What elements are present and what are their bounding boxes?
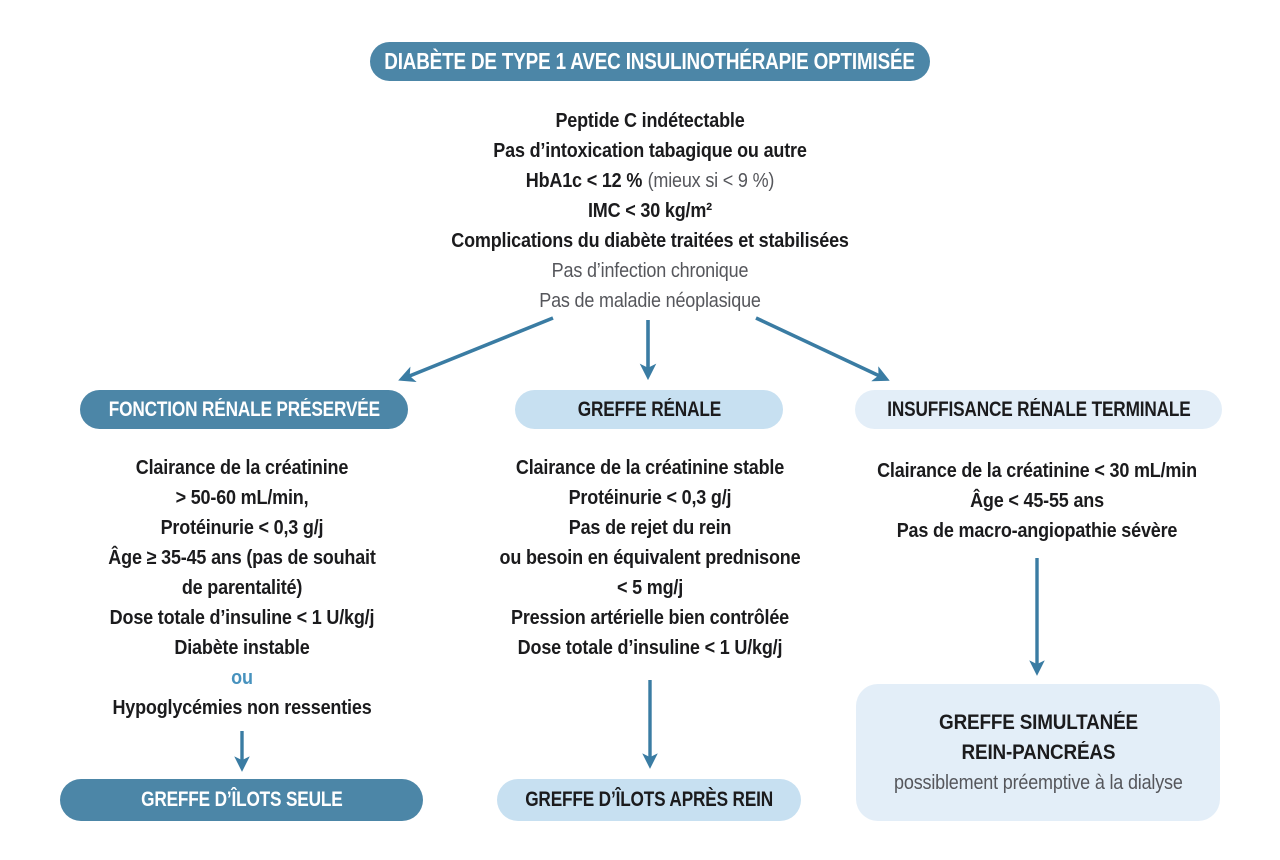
criteria-line: Pression artérielle bien contrôlée: [511, 607, 789, 629]
root-box-label: DIABÈTE DE TYPE 1 AVEC INSULINOTHÉRAPIE …: [384, 48, 916, 74]
criteria-line-hba1c: HbA1c < 12 %(mieux si < 9 %): [525, 170, 775, 192]
criteria-line: Âge ≥ 35-45 ans (pas de souhait: [108, 547, 376, 569]
criteria-line: Pas de rejet du rein: [568, 517, 732, 539]
criteria-line: IMC < 30 kg/m²: [587, 200, 713, 222]
right-branch-criteria-list: Clairance de la créatinine < 30 mL/min Â…: [871, 456, 1204, 546]
outcome-box-greffe-ilots-apres-rein: GREFFE D’ÎLOTS APRÈS REIN: [497, 779, 801, 821]
criteria-line: de parentalité): [181, 577, 303, 599]
inclusion-criteria-list: Peptide C indétectable Pas d’intoxicatio…: [326, 106, 974, 316]
branch-header-insuffisance-renale-terminale: INSUFFISANCE RÉNALE TERMINALE: [855, 390, 1222, 429]
branch-header-fonction-renale-preservee: FONCTION RÉNALE PRÉSERVÉE: [80, 390, 408, 429]
criteria-line: < 5 mg/j: [616, 577, 684, 599]
criteria-line: > 50-60 mL/min,: [175, 487, 309, 509]
criteria-line: Clairance de la créatinine stable: [515, 457, 785, 479]
criteria-line: Pas de macro-angiopathie sévère: [896, 520, 1178, 542]
criteria-line: Dose totale d’insuline < 1 U/kg/j: [517, 637, 783, 659]
outcome-box-greffe-simultanee-rein-pancreas: GREFFE SIMULTANÉE REIN-PANCRÉAS possible…: [856, 684, 1220, 821]
branch-header-label: GREFFE RÉNALE: [577, 397, 721, 421]
criteria-line: Pas d’intoxication tabagique ou autre: [493, 140, 807, 162]
criteria-line: Âge < 45-55 ans: [970, 490, 1104, 512]
branch-header-label: FONCTION RÉNALE PRÉSERVÉE: [108, 397, 380, 421]
outcome-box-greffe-ilots-seule: GREFFE D’ÎLOTS SEULE: [60, 779, 423, 821]
outcome-label: REIN-PANCRÉAS: [961, 740, 1115, 764]
criteria-line: Diabète instable: [174, 637, 310, 659]
outcome-label: GREFFE D’ÎLOTS SEULE: [140, 788, 343, 811]
criteria-line: Pas de maladie néoplasique: [539, 290, 761, 312]
criteria-line: Dose totale d’insuline < 1 U/kg/j: [109, 607, 375, 629]
middle-branch-criteria-list: Clairance de la créatinine stable Protéi…: [475, 453, 826, 663]
root-box: DIABÈTE DE TYPE 1 AVEC INSULINOTHÉRAPIE …: [370, 42, 930, 81]
criteria-line: ou besoin en équivalent prednisone: [499, 547, 801, 569]
branch-header-greffe-renale: GREFFE RÉNALE: [515, 390, 783, 429]
outcome-note: possiblement préemptive à la dialyse: [893, 771, 1183, 794]
left-branch-criteria-list: Clairance de la créatinine > 50-60 mL/mi…: [62, 453, 422, 723]
criteria-line: Protéinurie < 0,3 g/j: [568, 487, 732, 509]
criteria-line: Peptide C indétectable: [555, 110, 745, 132]
criteria-line: Complications du diabète traitées et sta…: [451, 230, 849, 252]
arrow-to-left-branch-icon: [398, 316, 554, 383]
arrow-to-right-branch-icon: [755, 316, 890, 382]
criteria-line: Protéinurie < 0,3 g/j: [160, 517, 324, 539]
criteria-line: Clairance de la créatinine: [135, 457, 349, 479]
outcome-label: GREFFE D’ÎLOTS APRÈS REIN: [525, 788, 773, 811]
criteria-line: Clairance de la créatinine < 30 mL/min: [877, 460, 1197, 482]
criteria-line: Pas d’infection chronique: [551, 260, 749, 282]
criteria-line: Hypoglycémies non ressenties: [112, 697, 372, 719]
or-connector: ou: [231, 667, 253, 689]
outcome-label: GREFFE SIMULTANÉE: [938, 710, 1138, 734]
branch-header-label: INSUFFISANCE RÉNALE TERMINALE: [886, 397, 1191, 421]
